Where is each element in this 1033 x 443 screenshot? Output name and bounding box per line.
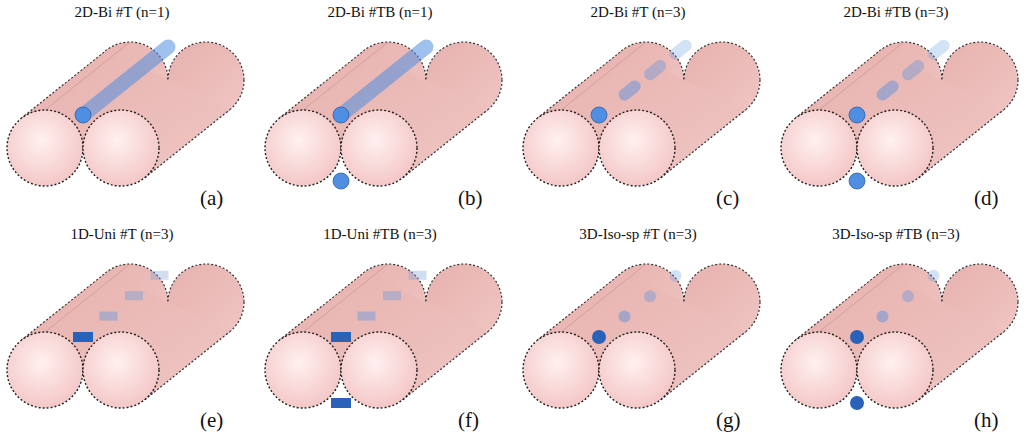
inclusion-rect: [151, 271, 169, 280]
fiber-edge: [561, 42, 646, 110]
inclusion-circle: [591, 107, 607, 123]
inclusion-segment: [676, 46, 686, 54]
fiber-edge: [21, 272, 106, 340]
panel-title: 3D-Iso-sp #TB (n=3): [832, 226, 960, 243]
inclusion-sphere: [619, 311, 631, 323]
inclusion-sphere: [850, 330, 864, 344]
inclusion-sphere: [902, 290, 914, 302]
panel-title: 3D-Iso-sp #T (n=3): [579, 226, 696, 243]
inclusion-rect: [73, 332, 93, 342]
fiber-pair: [781, 264, 1018, 410]
fiber-front: [857, 110, 933, 186]
fiber-front: [83, 332, 159, 408]
inclusion-sphere: [928, 270, 940, 282]
fiber-front: [781, 110, 857, 186]
fiber-pair: [265, 264, 502, 408]
inclusion-rect: [383, 291, 401, 300]
fiber-edge: [279, 272, 364, 340]
fiber-edge: [45, 42, 130, 110]
panel-title: 2D-Bi #T (n=1): [75, 4, 170, 21]
fiber-edge: [819, 42, 904, 110]
panel-title: 1D-Uni #TB (n=3): [323, 226, 436, 243]
fiber-pair: [523, 42, 760, 186]
fiber-front: [7, 332, 83, 408]
fiber-front: [83, 110, 159, 186]
inclusion-band: [83, 47, 168, 115]
panel-title: 2D-Bi #T (n=3): [591, 4, 686, 21]
inclusion-segment: [625, 86, 635, 94]
panel-letter: (g): [716, 408, 741, 433]
fiber-edge: [795, 272, 880, 340]
fiber-edge: [561, 264, 646, 332]
inclusion-rect: [125, 291, 143, 300]
fiber-pair: [523, 264, 760, 408]
fiber-front: [7, 110, 83, 186]
inclusion-circle: [849, 173, 865, 189]
panel-title: 1D-Uni #T (n=3): [70, 226, 173, 243]
inclusion-circle: [75, 107, 91, 123]
panel-title: 2D-Bi #TB (n=3): [843, 4, 948, 21]
inclusion-segment: [883, 86, 893, 94]
fiber-front: [523, 110, 599, 186]
inclusion-sphere: [592, 330, 606, 344]
fiber-edge: [537, 50, 622, 118]
fiber-pair: [781, 42, 1018, 189]
inclusion-circle: [333, 173, 349, 189]
fiber-edge: [303, 264, 388, 332]
fiber-front: [341, 332, 417, 408]
fiber-edge: [303, 42, 388, 110]
panel-letter: (b): [458, 186, 483, 211]
fiber-front: [341, 110, 417, 186]
inclusion-circle: [849, 107, 865, 123]
inclusion-segment: [934, 46, 944, 54]
inclusion-rect: [100, 312, 118, 321]
inclusion-sphere: [877, 311, 889, 323]
fiber-pair: [7, 264, 244, 408]
inclusion-rect: [409, 271, 427, 280]
fiber-front: [265, 332, 341, 408]
panel-title: 2D-Bi #TB (n=1): [327, 4, 432, 21]
inclusion-rect: [331, 398, 351, 408]
fiber-front: [599, 332, 675, 408]
fiber-front: [523, 332, 599, 408]
inclusion-sphere: [670, 270, 682, 282]
fiber-edge: [537, 272, 622, 340]
fiber-edge: [819, 264, 904, 332]
inclusion-segment: [908, 66, 918, 74]
inclusion-segment: [650, 66, 660, 74]
fiber-front: [265, 110, 341, 186]
fiber-edge: [795, 50, 880, 118]
inclusion-rect: [331, 332, 351, 342]
fiber-edge: [45, 264, 130, 332]
fiber-front: [599, 110, 675, 186]
panel-letter: (a): [200, 186, 223, 211]
inclusion-sphere: [644, 290, 656, 302]
fiber-pair: [265, 42, 502, 189]
inclusion-rect: [358, 312, 376, 321]
fiber-front: [781, 332, 857, 408]
fiber-front: [857, 332, 933, 408]
inclusion-circle: [333, 107, 349, 123]
fiber-pair: [7, 42, 244, 186]
inclusion-band: [341, 47, 426, 115]
panel-letter: (c): [716, 186, 739, 211]
panel-letter: (f): [458, 408, 479, 433]
inclusion-sphere: [850, 396, 864, 410]
panel-letter: (h): [974, 408, 999, 433]
panel-letter: (e): [200, 408, 223, 433]
panel-letter: (d): [974, 186, 999, 211]
